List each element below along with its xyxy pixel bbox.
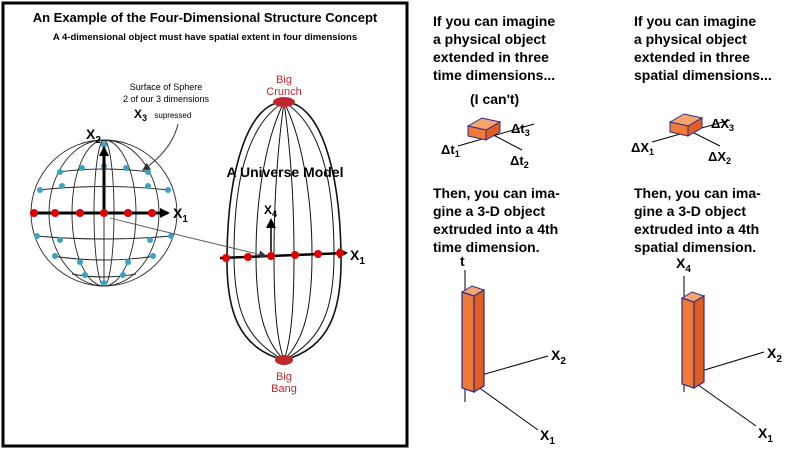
sphere-note-line2: 2 of our 3 dimensions (123, 94, 210, 104)
sphere-grid-point (101, 142, 107, 148)
sphere-grid-point (147, 237, 153, 243)
universe-label: A Universe Model (227, 164, 344, 180)
universe-axis-point (267, 252, 275, 260)
universe-axis-point (244, 253, 252, 261)
sphere-grid-point (57, 169, 63, 175)
sphere-grid-point (145, 183, 151, 189)
dx3-label: ΔX3 (711, 116, 734, 133)
universe-x1-label: X1 (350, 247, 365, 267)
time-axis-t: t (460, 253, 465, 269)
sphere-grid-point (82, 272, 88, 278)
sphere-axis-point (100, 209, 108, 217)
panel-title: An Example of the Four-Dimensional Struc… (33, 10, 378, 25)
space-extruded-box (680, 291, 706, 390)
space-axis-x1: X1 (758, 425, 773, 445)
universe-axis-point (336, 249, 344, 257)
x4-label: X4 (264, 203, 277, 219)
sphere-grid-point (150, 253, 156, 259)
sphere-grid-points (34, 142, 174, 286)
sphere-axis-point (51, 209, 59, 217)
time-extruded-box (460, 285, 486, 394)
big-crunch-label-2: Crunch (266, 86, 301, 98)
sphere-grid-point (59, 183, 65, 189)
left-panel-frame (1, 1, 409, 448)
universe-axis-points (222, 249, 344, 262)
sphere-note-pointer (142, 123, 179, 171)
sphere-grid-point (77, 259, 83, 265)
time-intro: If you can imagine a physical object ext… (433, 13, 559, 83)
time-then: Then, you can ima- gine a 3-D object ext… (433, 185, 564, 255)
space-small-box (651, 113, 731, 147)
sphere-grid-point (79, 165, 85, 171)
sphere-grid-point (123, 165, 129, 171)
dt1-label: Δt1 (441, 142, 460, 159)
sphere-grid-point (168, 233, 174, 239)
sphere-grid-point (125, 259, 131, 265)
big-bang-label-1: Big (276, 371, 292, 383)
time-axis-x1: X1 (540, 427, 555, 447)
time-column: If you can imagine a physical object ext… (433, 13, 566, 447)
dt3-label: Δt3 (511, 121, 530, 138)
time-axis-x2: X2 (551, 347, 566, 367)
sphere-grid-point (165, 187, 171, 193)
space-then: Then, you can ima- gine a 3-D object ext… (634, 185, 765, 255)
time-aside: (I can't) (470, 91, 519, 107)
big-crunch-marker (273, 97, 295, 107)
big-crunch-label-1: Big (276, 74, 292, 86)
dx2-label: ΔX2 (708, 149, 731, 166)
universe-axis-point (314, 250, 322, 258)
sphere-axis-point (30, 209, 38, 217)
sphere-axis-point (124, 209, 132, 217)
big-bang-marker (275, 355, 293, 365)
universe-x1-axis (219, 248, 348, 260)
sphere-grid-point (145, 169, 151, 175)
sphere-grid-point (34, 233, 40, 239)
dx1-label: ΔX1 (631, 140, 654, 157)
universe-axis-point (291, 251, 299, 259)
sphere-axis-point (76, 209, 84, 217)
big-bang-label-2: Bang (271, 383, 297, 395)
x2-label: X2 (86, 126, 101, 146)
x3-label: X3 supressed (134, 107, 191, 124)
time-small-box (457, 117, 535, 151)
sphere-axis-point (148, 209, 156, 217)
panel-subtitle: A 4-dimensional object must have spatial… (53, 32, 357, 43)
dt2-label: Δt2 (510, 153, 529, 170)
sphere-grid-point (52, 253, 58, 259)
sphere-note-line1: Surface of Sphere (130, 82, 203, 92)
space-intro: If you can imagine a physical object ext… (634, 13, 772, 83)
sphere-grid-point (57, 237, 63, 243)
space-axis-x2: X2 (767, 345, 782, 365)
projection-arrow (109, 217, 267, 259)
sphere-grid-point (120, 272, 126, 278)
universe-axis-point (222, 254, 230, 262)
space-column: If you can imagine a physical object ext… (631, 13, 782, 445)
sphere-grid-point (101, 280, 107, 286)
sphere-axis-points (30, 209, 156, 217)
sphere-grid-point (37, 187, 43, 193)
sphere-x1-label: X1 (173, 205, 188, 225)
space-axis-x4: X4 (676, 255, 691, 275)
